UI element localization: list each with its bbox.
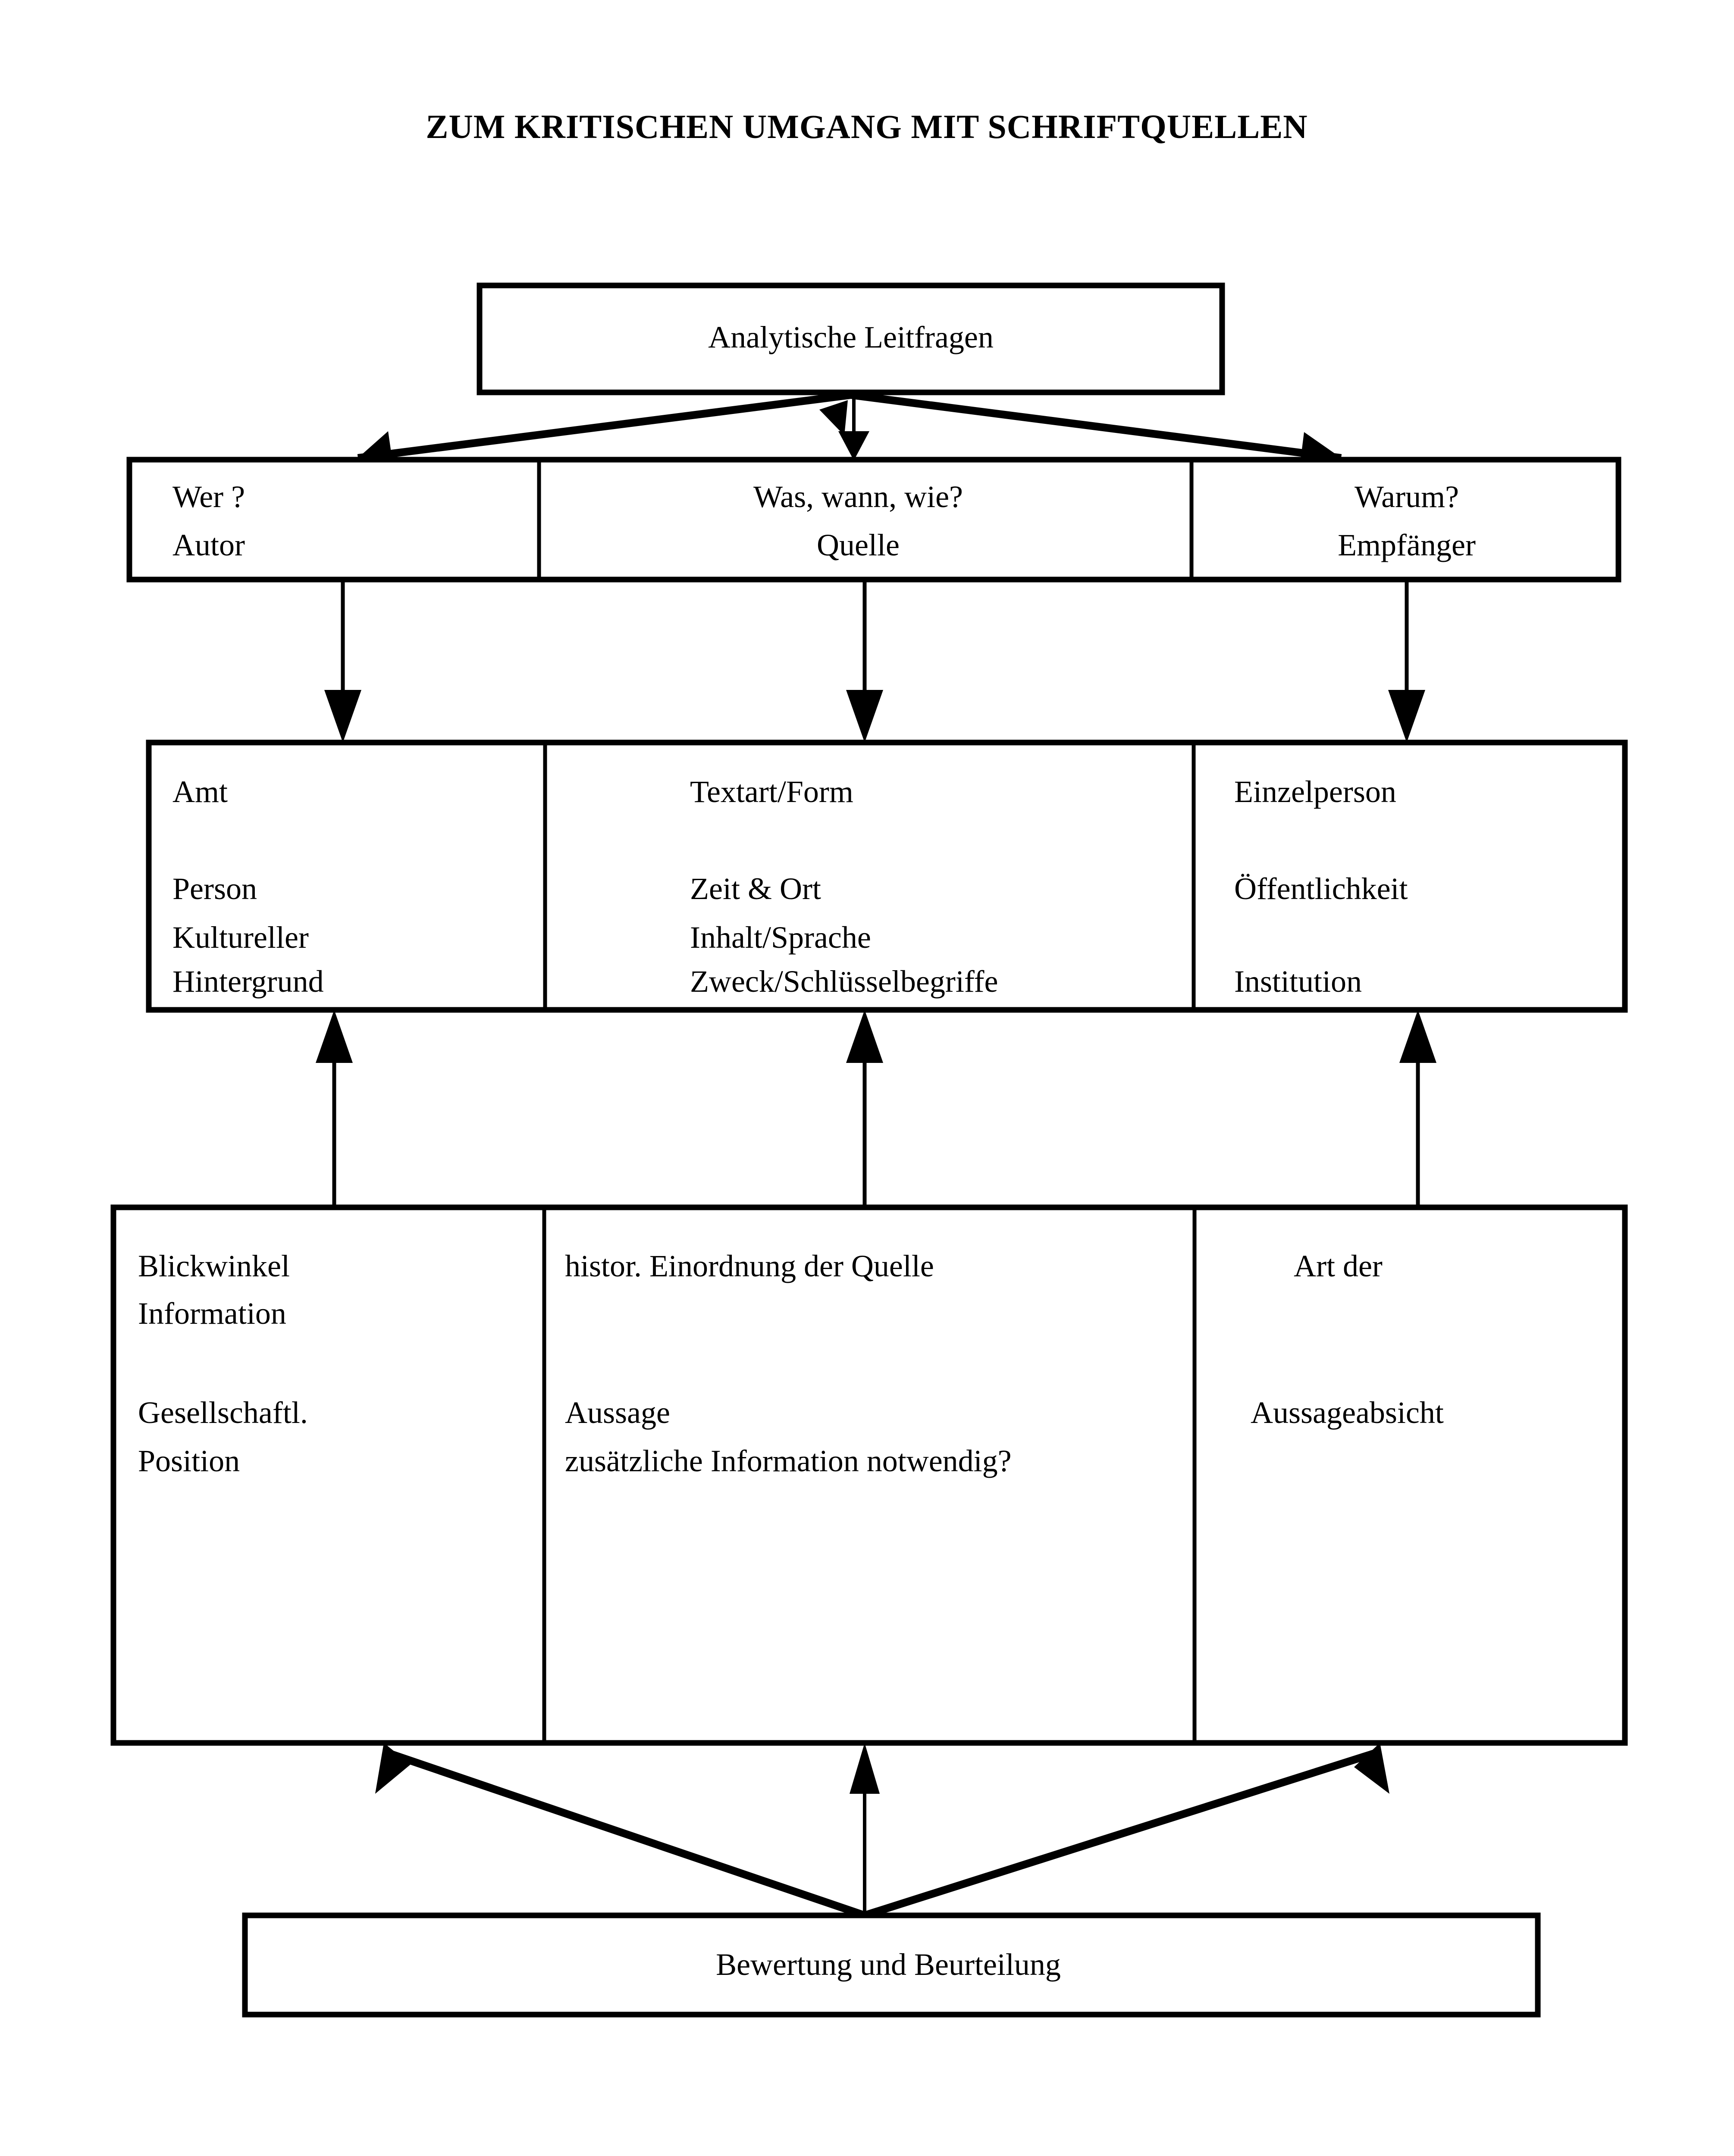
cell-question-empfaenger[interactable]: Warum? Empfänger — [1338, 479, 1476, 562]
cell-aspect-quelle-line-1: Textart/Form — [690, 774, 853, 809]
box-analytische-leitfragen-outline — [477, 282, 1225, 395]
arrowhead-einordnung-up — [846, 1010, 883, 1063]
cell-evaluation-einordnung-line-1: histor. Einordnung der Quelle — [565, 1249, 934, 1283]
cell-question-quelle[interactable]: Was, wann, wie? Quelle — [753, 479, 963, 562]
cell-aspect-empfaenger-line-3: Öffentlichkeit — [1234, 871, 1408, 906]
connector-group-questions-to-aspects — [324, 580, 1425, 743]
cell-aspect-autor-line-5: Hintergrund — [172, 964, 324, 999]
cell-question-autor-line-2: Autor — [172, 528, 245, 562]
cell-evaluation-artder[interactable]: Art der Aussageabsicht — [1251, 1249, 1444, 1430]
box-bewertung-label: Bewertung und Beurteilung — [716, 1947, 1061, 1982]
arrowhead-blickwinkel-up — [316, 1010, 353, 1063]
cell-aspect-autor-line-3: Person — [172, 871, 257, 906]
box-bewertung-und-beurteilung[interactable]: Bewertung und Beurteilung — [242, 1912, 1541, 2018]
row-evaluation: Blickwinkel Information Gesellschaftl. P… — [110, 1204, 1628, 1746]
connector-leitfragen-right-line — [850, 391, 1342, 462]
cell-aspect-autor[interactable]: Amt Person Kultureller Hintergrund — [172, 774, 324, 999]
connector-group-bewertung-to-evaluation — [375, 1743, 1389, 1919]
cell-question-empfaenger-line-1: Warum? — [1355, 479, 1459, 514]
row-questions: Wer ? Autor Was, wann, wie? Quelle Warum… — [126, 457, 1621, 583]
arrowhead-quelle-down — [846, 690, 883, 743]
cell-evaluation-artder-line-1: Art der — [1294, 1249, 1383, 1283]
connector-leitfragen-left-line — [357, 391, 852, 462]
cell-evaluation-blickwinkel[interactable]: Blickwinkel Information Gesellschaftl. P… — [138, 1249, 308, 1478]
row-aspects-outline — [146, 740, 1628, 1013]
arrowhead-bewertung-right — [1354, 1743, 1389, 1794]
cell-evaluation-blickwinkel-line-2: Information — [138, 1296, 286, 1331]
row-questions-outline — [126, 457, 1621, 583]
cell-evaluation-artder-line-4: Aussageabsicht — [1251, 1395, 1444, 1430]
arrowhead-autor-down — [324, 690, 361, 743]
cell-question-autor[interactable]: Wer ? Autor — [172, 479, 245, 562]
box-analytische-leitfragen[interactable]: Analytische Leitfragen — [477, 282, 1225, 395]
cell-evaluation-blickwinkel-line-5: Position — [138, 1444, 240, 1478]
cell-aspect-quelle-line-4: Inhalt/Sprache — [690, 920, 871, 955]
cell-aspect-autor-line-1: Amt — [172, 774, 228, 809]
box-analytische-leitfragen-label: Analytische Leitfragen — [708, 320, 994, 354]
arrowhead-bewertung-left — [375, 1743, 411, 1794]
cell-evaluation-einordnung-line-5: zusätzliche Information notwendig? — [565, 1444, 1012, 1478]
cell-aspect-quelle-line-5: Zweck/Schlüsselbegriffe — [690, 964, 998, 999]
arrowhead-leitfragen-center — [838, 431, 869, 461]
cell-evaluation-blickwinkel-line-1: Blickwinkel — [138, 1249, 290, 1283]
cell-question-quelle-line-2: Quelle — [817, 528, 900, 562]
row-evaluation-outline — [110, 1204, 1628, 1746]
cell-aspect-quelle[interactable]: Textart/Form Zeit & Ort Inhalt/Sprache Z… — [690, 774, 998, 999]
arrowhead-bewertung-center — [850, 1743, 880, 1794]
cell-aspect-empfaenger[interactable]: Einzelperson Öffentlichkeit Institution — [1234, 774, 1408, 999]
connector-bewertung-right-line — [863, 1748, 1381, 1919]
connector-bewertung-left-line — [383, 1748, 866, 1919]
arrowhead-artder-up — [1399, 1010, 1436, 1063]
cell-aspect-quelle-line-3: Zeit & Ort — [690, 871, 821, 906]
box-bewertung-outline — [242, 1912, 1541, 2018]
arrowhead-leitfragen-feedback — [819, 400, 848, 436]
page-title: ZUM KRITISCHEN UMGANG MIT SCHRIFTQUELLEN — [426, 108, 1308, 145]
cell-evaluation-einordnung-line-4: Aussage — [565, 1395, 670, 1430]
cell-question-quelle-line-1: Was, wann, wie? — [753, 479, 963, 514]
cell-evaluation-blickwinkel-line-4: Gesellschaftl. — [138, 1395, 308, 1430]
cell-aspect-autor-line-4: Kultureller — [172, 920, 309, 955]
cell-question-empfaenger-line-2: Empfänger — [1338, 528, 1476, 562]
cell-question-autor-line-1: Wer ? — [172, 479, 245, 514]
connector-group-evaluation-to-aspects — [316, 1010, 1436, 1207]
cell-aspect-empfaenger-line-1: Einzelperson — [1234, 774, 1396, 809]
cell-evaluation-einordnung[interactable]: histor. Einordnung der Quelle Aussage zu… — [565, 1249, 1012, 1478]
row-aspects: Amt Person Kultureller Hintergrund Texta… — [146, 740, 1628, 1013]
arrowhead-empfaenger-down — [1388, 690, 1425, 743]
cell-aspect-empfaenger-line-5: Institution — [1234, 964, 1362, 999]
